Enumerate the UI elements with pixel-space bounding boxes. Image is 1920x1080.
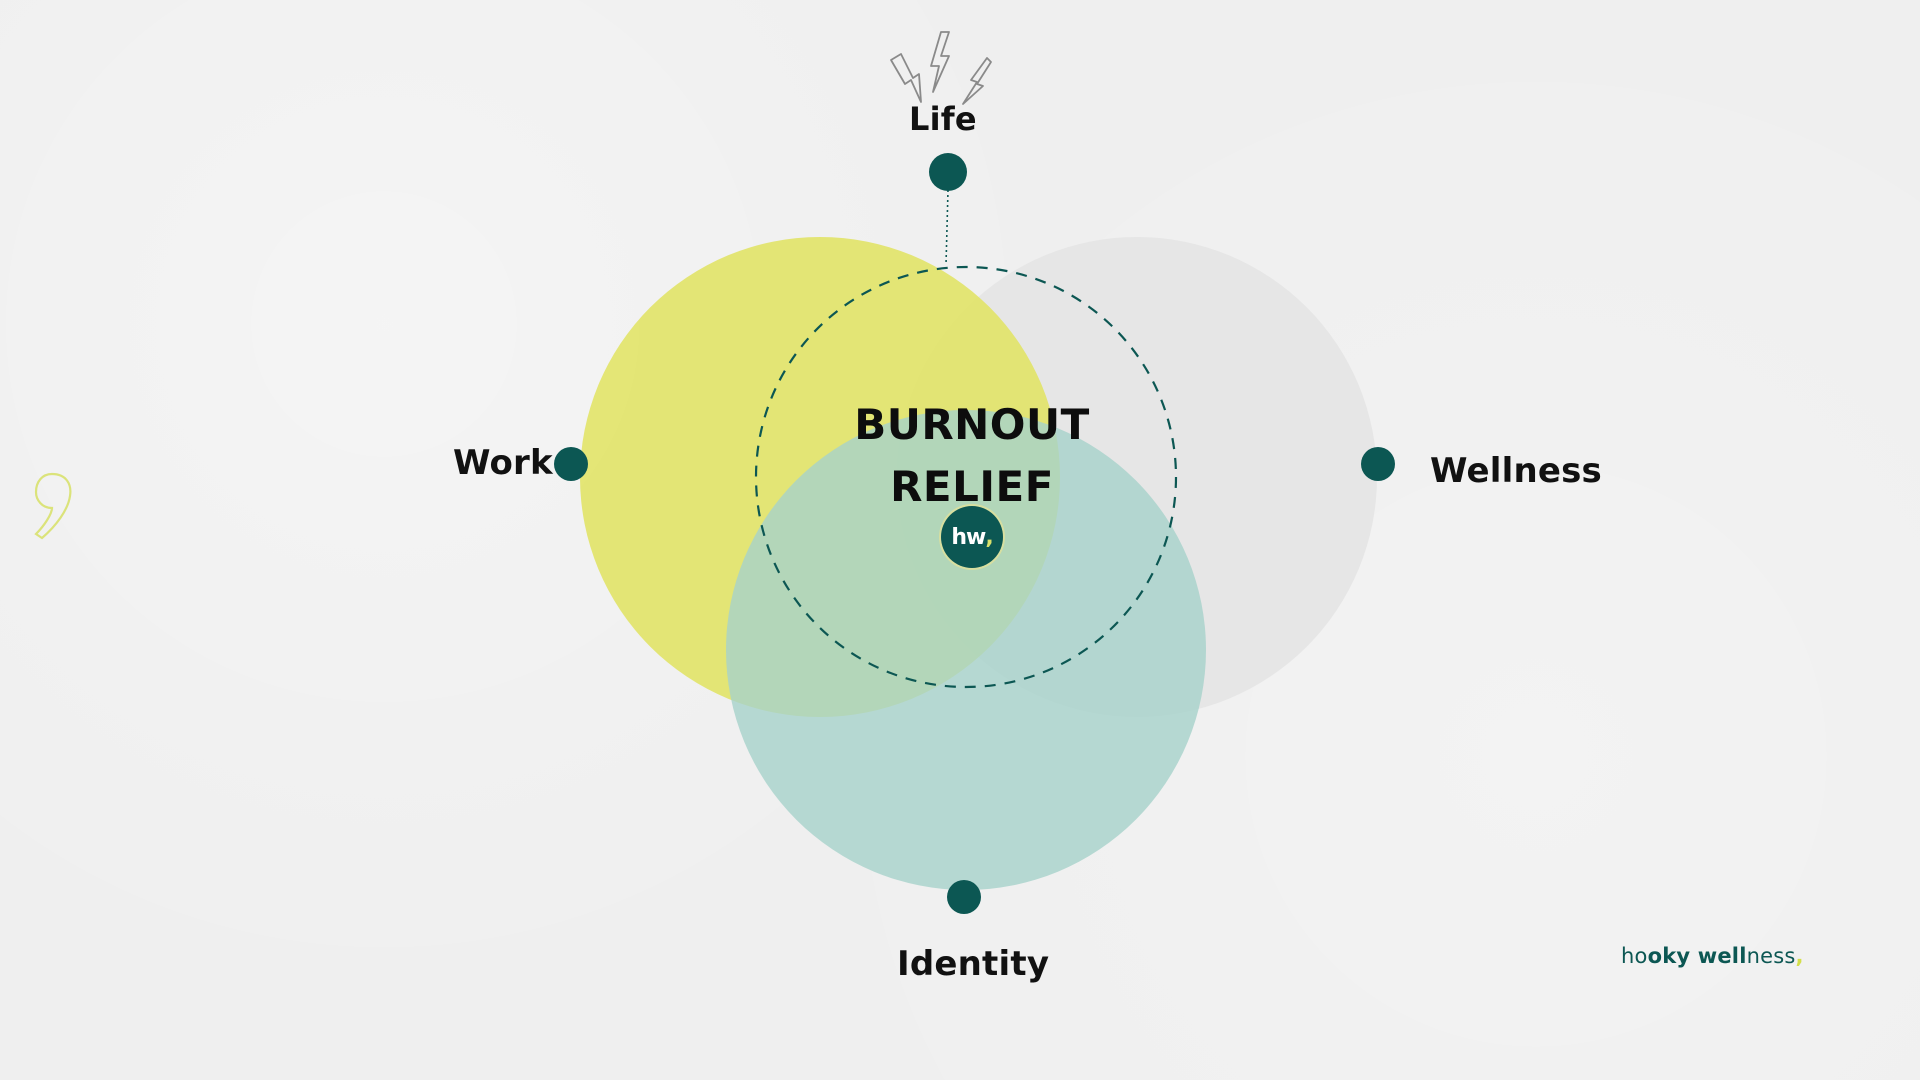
wellness-marker xyxy=(1361,447,1395,481)
center-title-line1: BURNOUT xyxy=(854,400,1090,449)
center-title: BURNOUT RELIEF xyxy=(822,394,1122,518)
brand-wordmark: hooky wellness, xyxy=(1621,944,1804,968)
overlap-highlight xyxy=(754,265,1178,689)
brand-part4: ness xyxy=(1746,944,1796,968)
label-identity: Identity xyxy=(897,944,1050,984)
identity-marker xyxy=(947,880,981,914)
comma-quote-icon xyxy=(34,472,72,540)
label-wellness: Wellness xyxy=(1430,451,1602,491)
label-life: Life xyxy=(909,100,977,138)
work-marker xyxy=(554,447,588,481)
brand-accent: , xyxy=(1795,944,1804,968)
label-work: Work xyxy=(453,443,553,483)
brand-part3: well xyxy=(1690,944,1747,968)
identity-circle xyxy=(726,410,1206,890)
hw-logo-icon: hw, xyxy=(943,508,1001,566)
life-connector-line xyxy=(945,189,949,266)
center-title-line2: RELIEF xyxy=(890,462,1054,511)
center-logo-comma: , xyxy=(985,524,993,550)
lightning-icon xyxy=(890,31,992,105)
center-logo-text: hw xyxy=(951,524,986,550)
life-marker xyxy=(929,153,967,191)
brand-part2: oky xyxy=(1647,944,1691,968)
brand-part1: ho xyxy=(1621,944,1648,968)
